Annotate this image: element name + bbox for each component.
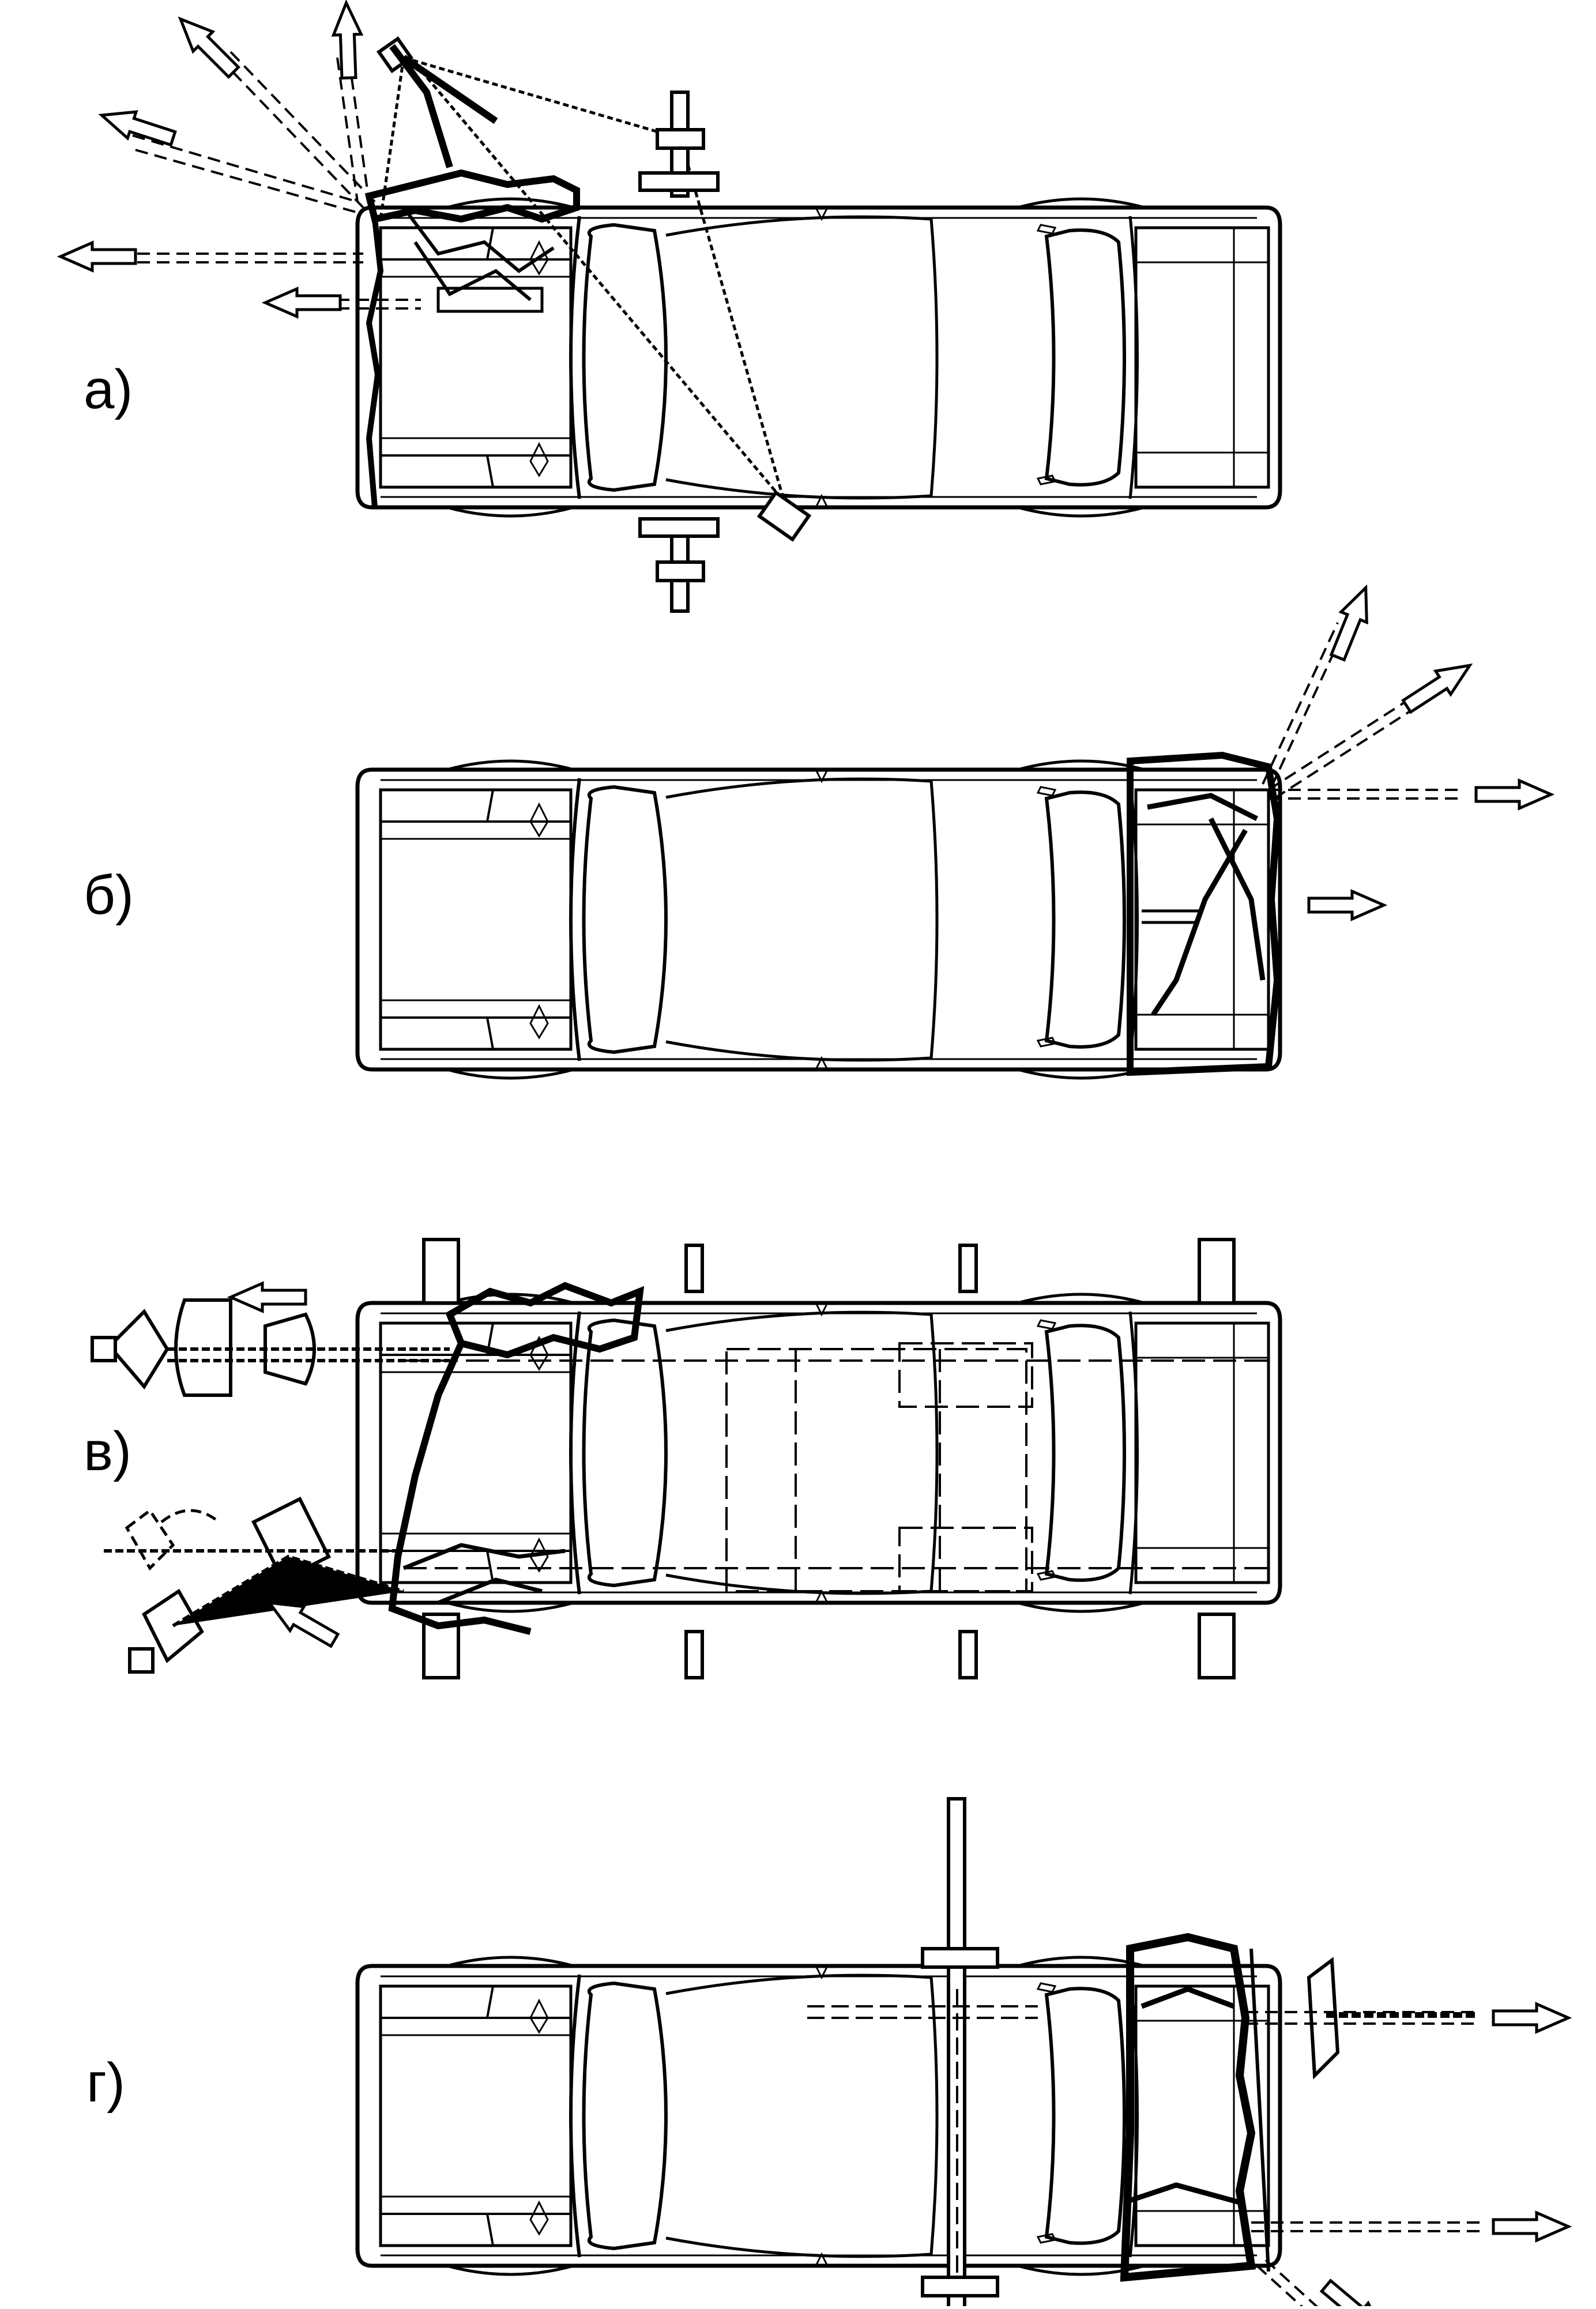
panel-a-drawing	[61, 2, 1280, 613]
panel-d-drawing	[357, 1797, 1568, 2309]
panel-c-drawing	[91, 1238, 1280, 1679]
panel-label-d: г)	[86, 2052, 125, 2114]
panel-label-b: б)	[84, 864, 134, 926]
panel-label-a: а)	[84, 359, 133, 420]
panel-b-drawing	[357, 582, 1551, 1078]
panel-label-c: в)	[84, 1421, 131, 1482]
